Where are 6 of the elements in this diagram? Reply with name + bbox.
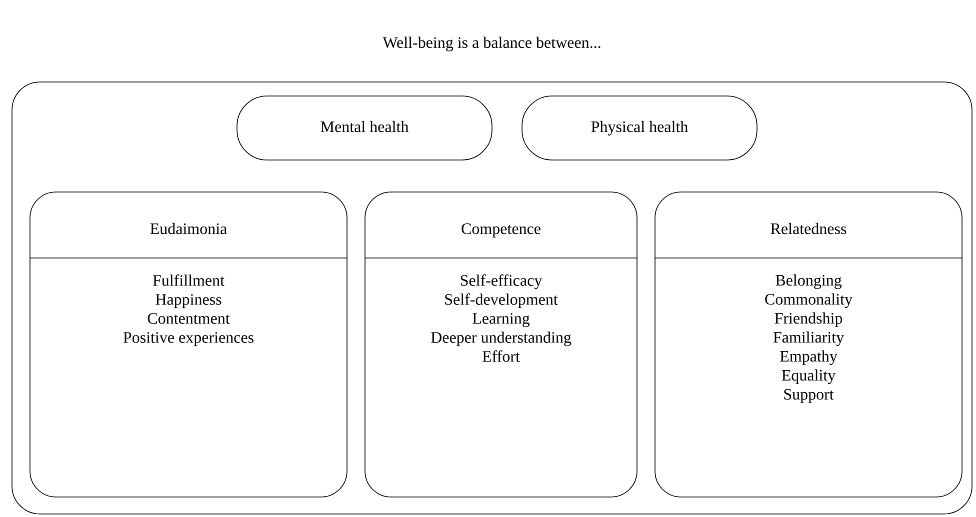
rounded-box: Physical health bbox=[522, 96, 758, 160]
node-label: Well-being is a balance between... bbox=[382, 36, 600, 52]
rounded-box: Mental health bbox=[236, 96, 492, 160]
category-box: Eudaimonia Fulfillment Happiness Contentment Positive experiences bbox=[30, 192, 348, 498]
category-box: Relatedness Belonging Commonality Friendship Familiarity Empathy Equality Support bbox=[654, 192, 962, 498]
category-box: Competence Self-efficacy Self-development Learning Deeper understanding Effort bbox=[364, 192, 638, 498]
